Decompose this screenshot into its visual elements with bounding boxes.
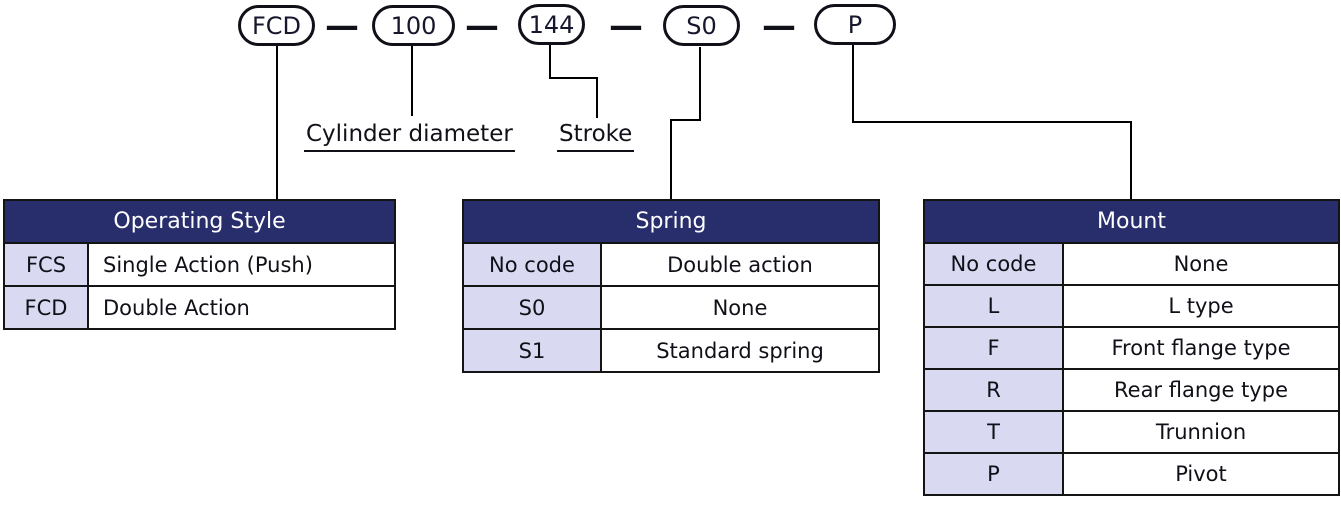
code-cell: No code [464,244,602,285]
code-separator-dash: — [609,5,643,46]
table-row: S1 Standard spring [464,328,878,371]
table-row: No code None [925,242,1338,284]
code-separator-dash: — [762,5,796,46]
connector-stroke [549,45,598,118]
description-cell: None [1064,244,1338,284]
description-cell: None [602,287,878,328]
table-row: FCS Single Action (Push) [5,242,394,285]
table-row: T Trunnion [925,410,1338,452]
table-row: No code Double action [464,242,878,285]
description-cell: Standard spring [602,330,878,371]
description-cell: L type [1064,286,1338,326]
code-cell: FCD [5,287,89,328]
cylinder-diameter-label: Cylinder diameter [304,121,515,152]
table-row: FCD Double Action [5,285,394,328]
table-row: L L type [925,284,1338,326]
code-cell: No code [925,244,1064,284]
code-cell: S0 [464,287,602,328]
description-cell: Double action [602,244,878,285]
table-row: F Front flange type [925,326,1338,368]
table-row: P Pivot [925,452,1338,494]
stroke-label: Stroke [557,121,635,152]
code-separator-dash: — [465,5,499,46]
table-row: R Rear flange type [925,368,1338,410]
description-cell: Trunnion [1064,412,1338,452]
operating-style-table: Operating Style FCS Single Action (Push)… [3,199,396,330]
spring-table: Spring No code Double action S0 None S1 … [462,199,880,373]
code-pill-cylinder-diameter: 100 [372,5,455,46]
connector-mount [852,45,1132,200]
spring-table-title: Spring [464,201,878,242]
code-cell: S1 [464,330,602,371]
code-pill-stroke: 144 [518,4,585,45]
code-pill-operating-style: FCD [238,5,315,46]
operating-style-table-title: Operating Style [5,201,394,242]
code-cell: P [925,454,1064,494]
code-pill-spring: S0 [663,5,740,46]
description-cell: Pivot [1064,454,1338,494]
code-separator-dash: — [325,5,359,46]
code-cell: F [925,328,1064,368]
code-cell: T [925,412,1064,452]
connector-spring [670,47,701,200]
code-cell: R [925,370,1064,410]
description-cell: Double Action [89,287,394,328]
table-row: S0 None [464,285,878,328]
description-cell: Single Action (Push) [89,244,394,285]
mount-table-title: Mount [925,201,1338,242]
description-cell: Rear flange type [1064,370,1338,410]
description-cell: Front flange type [1064,328,1338,368]
code-pill-mount: P [814,4,896,45]
code-cell: FCS [5,244,89,285]
mount-table: Mount No code None L L type F Front flan… [923,199,1340,496]
code-cell: L [925,286,1064,326]
